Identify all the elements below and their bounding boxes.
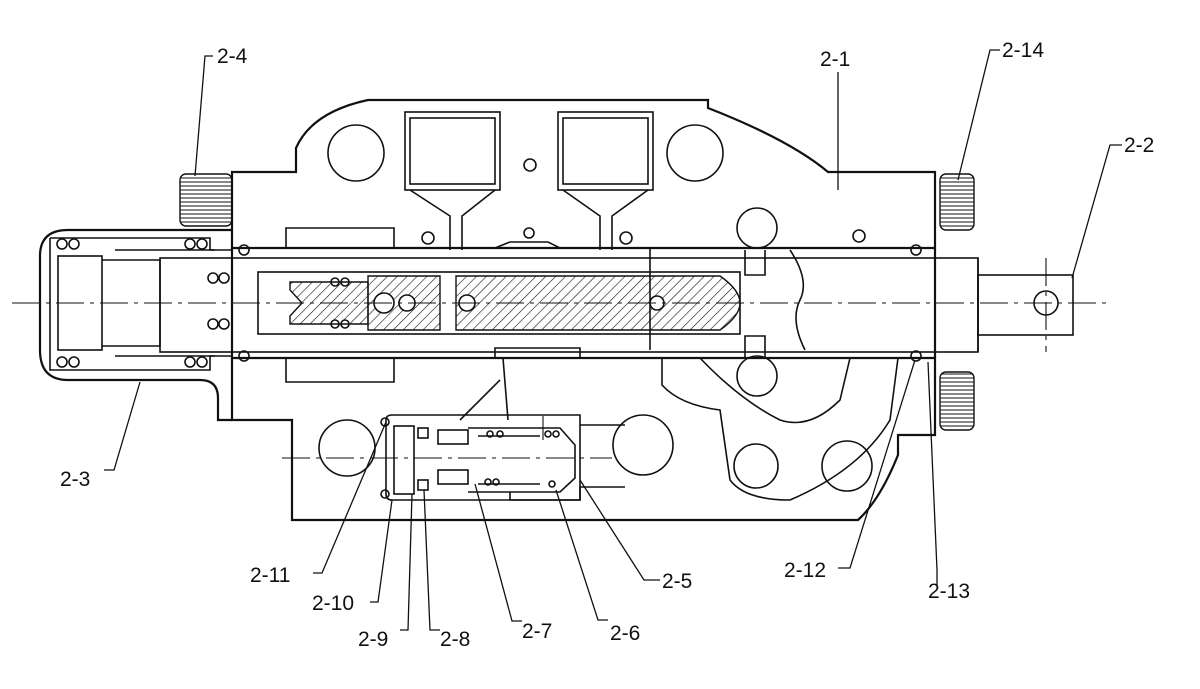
label-2-11: 2-11 <box>250 564 290 587</box>
check-valve-assembly <box>380 414 625 501</box>
leader-lines <box>104 49 1122 631</box>
screw-lower-right <box>939 371 975 431</box>
label-2-6: 2-6 <box>610 622 640 645</box>
valve-body <box>230 98 937 522</box>
label-2-7: 2-7 <box>522 620 552 643</box>
label-2-14: 2-14 <box>1002 39 1044 62</box>
label-2-12: 2-12 <box>784 559 826 582</box>
label-2-9: 2-9 <box>358 628 388 651</box>
screw-2-4 <box>179 173 233 227</box>
label-2-10: 2-10 <box>312 592 354 615</box>
label-2-13: 2-13 <box>928 580 970 603</box>
label-2-1: 2-1 <box>820 48 850 71</box>
label-2-3: 2-3 <box>60 468 90 491</box>
label-2-2: 2-2 <box>1124 134 1154 157</box>
screw-2-14 <box>939 173 975 231</box>
label-2-4: 2-4 <box>217 45 248 68</box>
label-2-8: 2-8 <box>440 628 470 651</box>
label-2-5: 2-5 <box>662 570 692 593</box>
